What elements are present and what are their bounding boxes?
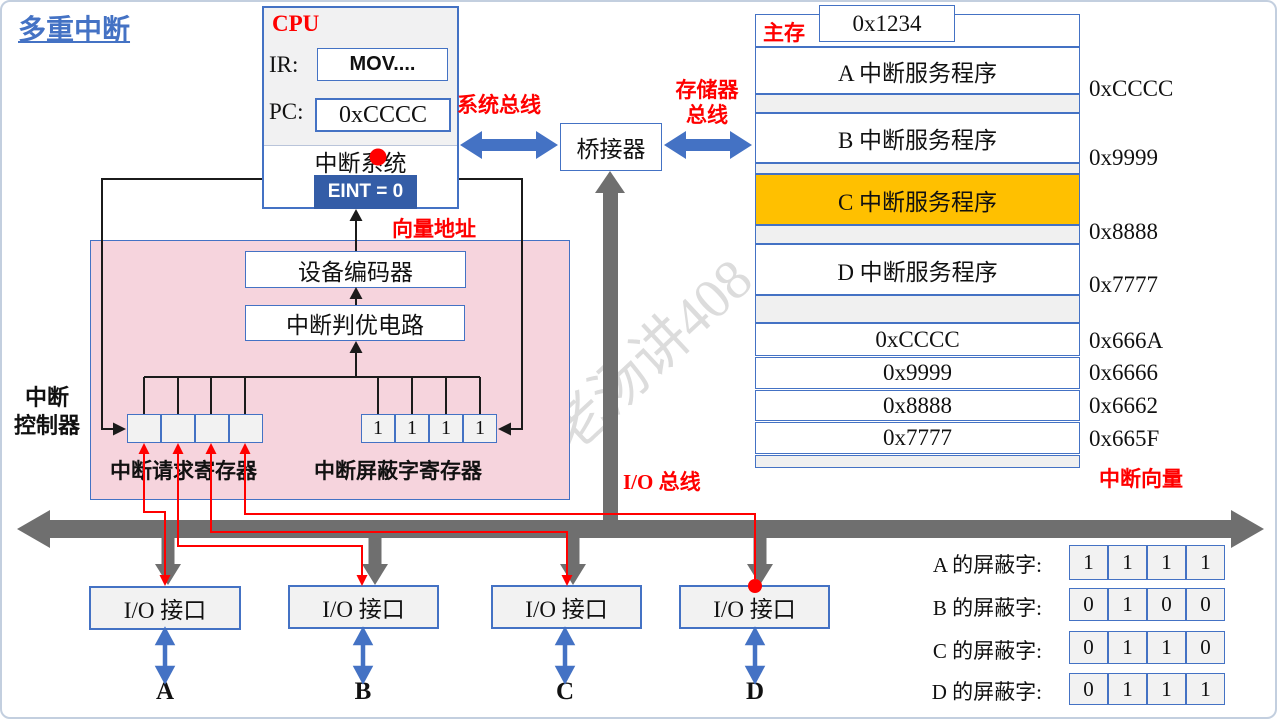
vector-row-4: 0x7777 [755,422,1080,454]
ir-register: MOV.... [317,48,448,81]
addr-label: 0x9999 [1089,145,1158,170]
cpu-label: CPU [272,11,320,36]
memory-bus-label-line2: 总线 [686,103,728,128]
addr-label: 0x6662 [1089,393,1158,418]
request-register-cell [195,414,229,443]
mask-bit-cell: 1 [1186,545,1225,580]
mask-word-label-d: D 的屏蔽字: [931,680,1042,704]
interrupt-vector-caption: 中断向量 [1099,467,1183,491]
memory-gap [755,163,1080,174]
addr-label: 0xCCCC [1089,76,1174,101]
vector-row-3: 0x8888 [755,390,1080,421]
vector-row-1: 0xCCCC [755,323,1080,356]
request-register-cell [229,414,263,443]
device-label-c: C [555,678,575,705]
memory-bus-label-line1: 存储器 [675,78,739,102]
service-routine-row-d: D 中断服务程序 [755,244,1080,295]
io-bus-label: I/O 总线 [623,470,701,494]
addr-label: 0x8888 [1089,219,1158,244]
memory-bus-label: 存储器 总线 [662,78,752,128]
device-label-b: B [354,678,372,705]
mask-bit-cell: 0 [1069,588,1108,621]
mask-bit-cell: 1 [1147,631,1186,664]
interrupt-controller-label-line1: 中断 [24,385,69,410]
memory-gap [755,295,1080,323]
addr-label: 0x665F [1089,426,1160,451]
mask-bit-cell: 1 [1186,673,1225,705]
mask-register-cell: 1 [463,414,497,443]
mask-bit-cell: 1 [1147,545,1186,580]
device-label-a: A [155,678,175,705]
device-double-arrows [154,626,766,685]
io-interface-box-c: I/O 接口 [491,585,642,629]
mask-bit-cell: 0 [1069,631,1108,664]
memory-label: 主存 [763,21,805,45]
mask-bit-cell: 1 [1147,673,1186,705]
service-routine-row-c-highlighted: C 中断服务程序 [755,174,1080,225]
memory-gap [755,94,1080,113]
mask-word-label-b: B 的屏蔽字: [932,596,1042,620]
addr-label: 0x6666 [1089,360,1158,385]
io-interface-box-d: I/O 接口 [679,585,830,629]
ir-label: IR: [269,52,299,77]
interrupt-controller-label: 中断 控制器 [8,384,86,439]
mask-word-label-c: C 的屏蔽字: [932,639,1042,663]
request-register-label: 中断请求寄存器 [110,459,257,483]
mask-bit-cell: 1 [1108,588,1147,621]
request-register-cell [127,414,161,443]
mask-register-cell: 1 [395,414,429,443]
addr-label: 0x7777 [1089,272,1158,297]
system-bus-label: 系统总线 [457,93,541,117]
io-interface-box-b: I/O 接口 [288,585,439,629]
memory-cell-value: 0x1234 [819,5,955,42]
device-label-d: D [745,678,765,705]
addr-label: 0x666A [1089,328,1164,353]
mask-word-label-a: A 的屏蔽字: [932,553,1042,577]
mask-bit-cell: 1 [1108,545,1147,580]
eint-flag-box: EINT = 0 [314,175,417,209]
service-routine-row-b: B 中断服务程序 [755,113,1080,163]
interrupt-system-label: 中断系统 [314,151,407,176]
page-title: 多重中断 [18,15,131,46]
service-routine-row-a: A 中断服务程序 [755,47,1080,94]
mask-bit-cell: 0 [1186,588,1225,621]
pc-register: 0xCCCC [315,98,451,132]
mask-bit-cell: 1 [1069,545,1108,580]
interrupt-controller-label-line2: 控制器 [13,412,80,438]
mask-bit-cell: 0 [1147,588,1186,621]
mask-register-cell: 1 [361,414,395,443]
vector-address-label: 向量地址 [392,217,476,241]
mask-bit-cell: 1 [1108,673,1147,705]
mask-bit-cell: 1 [1108,631,1147,664]
memory-bottom-strip [755,455,1080,468]
request-register-cell [161,414,195,443]
io-interface-box-a: I/O 接口 [89,586,241,630]
mask-bit-cell: 0 [1069,673,1108,705]
vector-row-2: 0x9999 [755,357,1080,389]
priority-circuit-box: 中断判优电路 [245,305,465,341]
mask-bit-cell: 0 [1186,631,1225,664]
mask-register-label: 中断屏蔽字寄存器 [314,459,482,483]
device-encoder-box: 设备编码器 [245,251,466,288]
memory-gap [755,225,1080,244]
mask-register-cell: 1 [429,414,463,443]
pc-label: PC: [269,99,304,124]
bridge-box: 桥接器 [560,123,662,171]
